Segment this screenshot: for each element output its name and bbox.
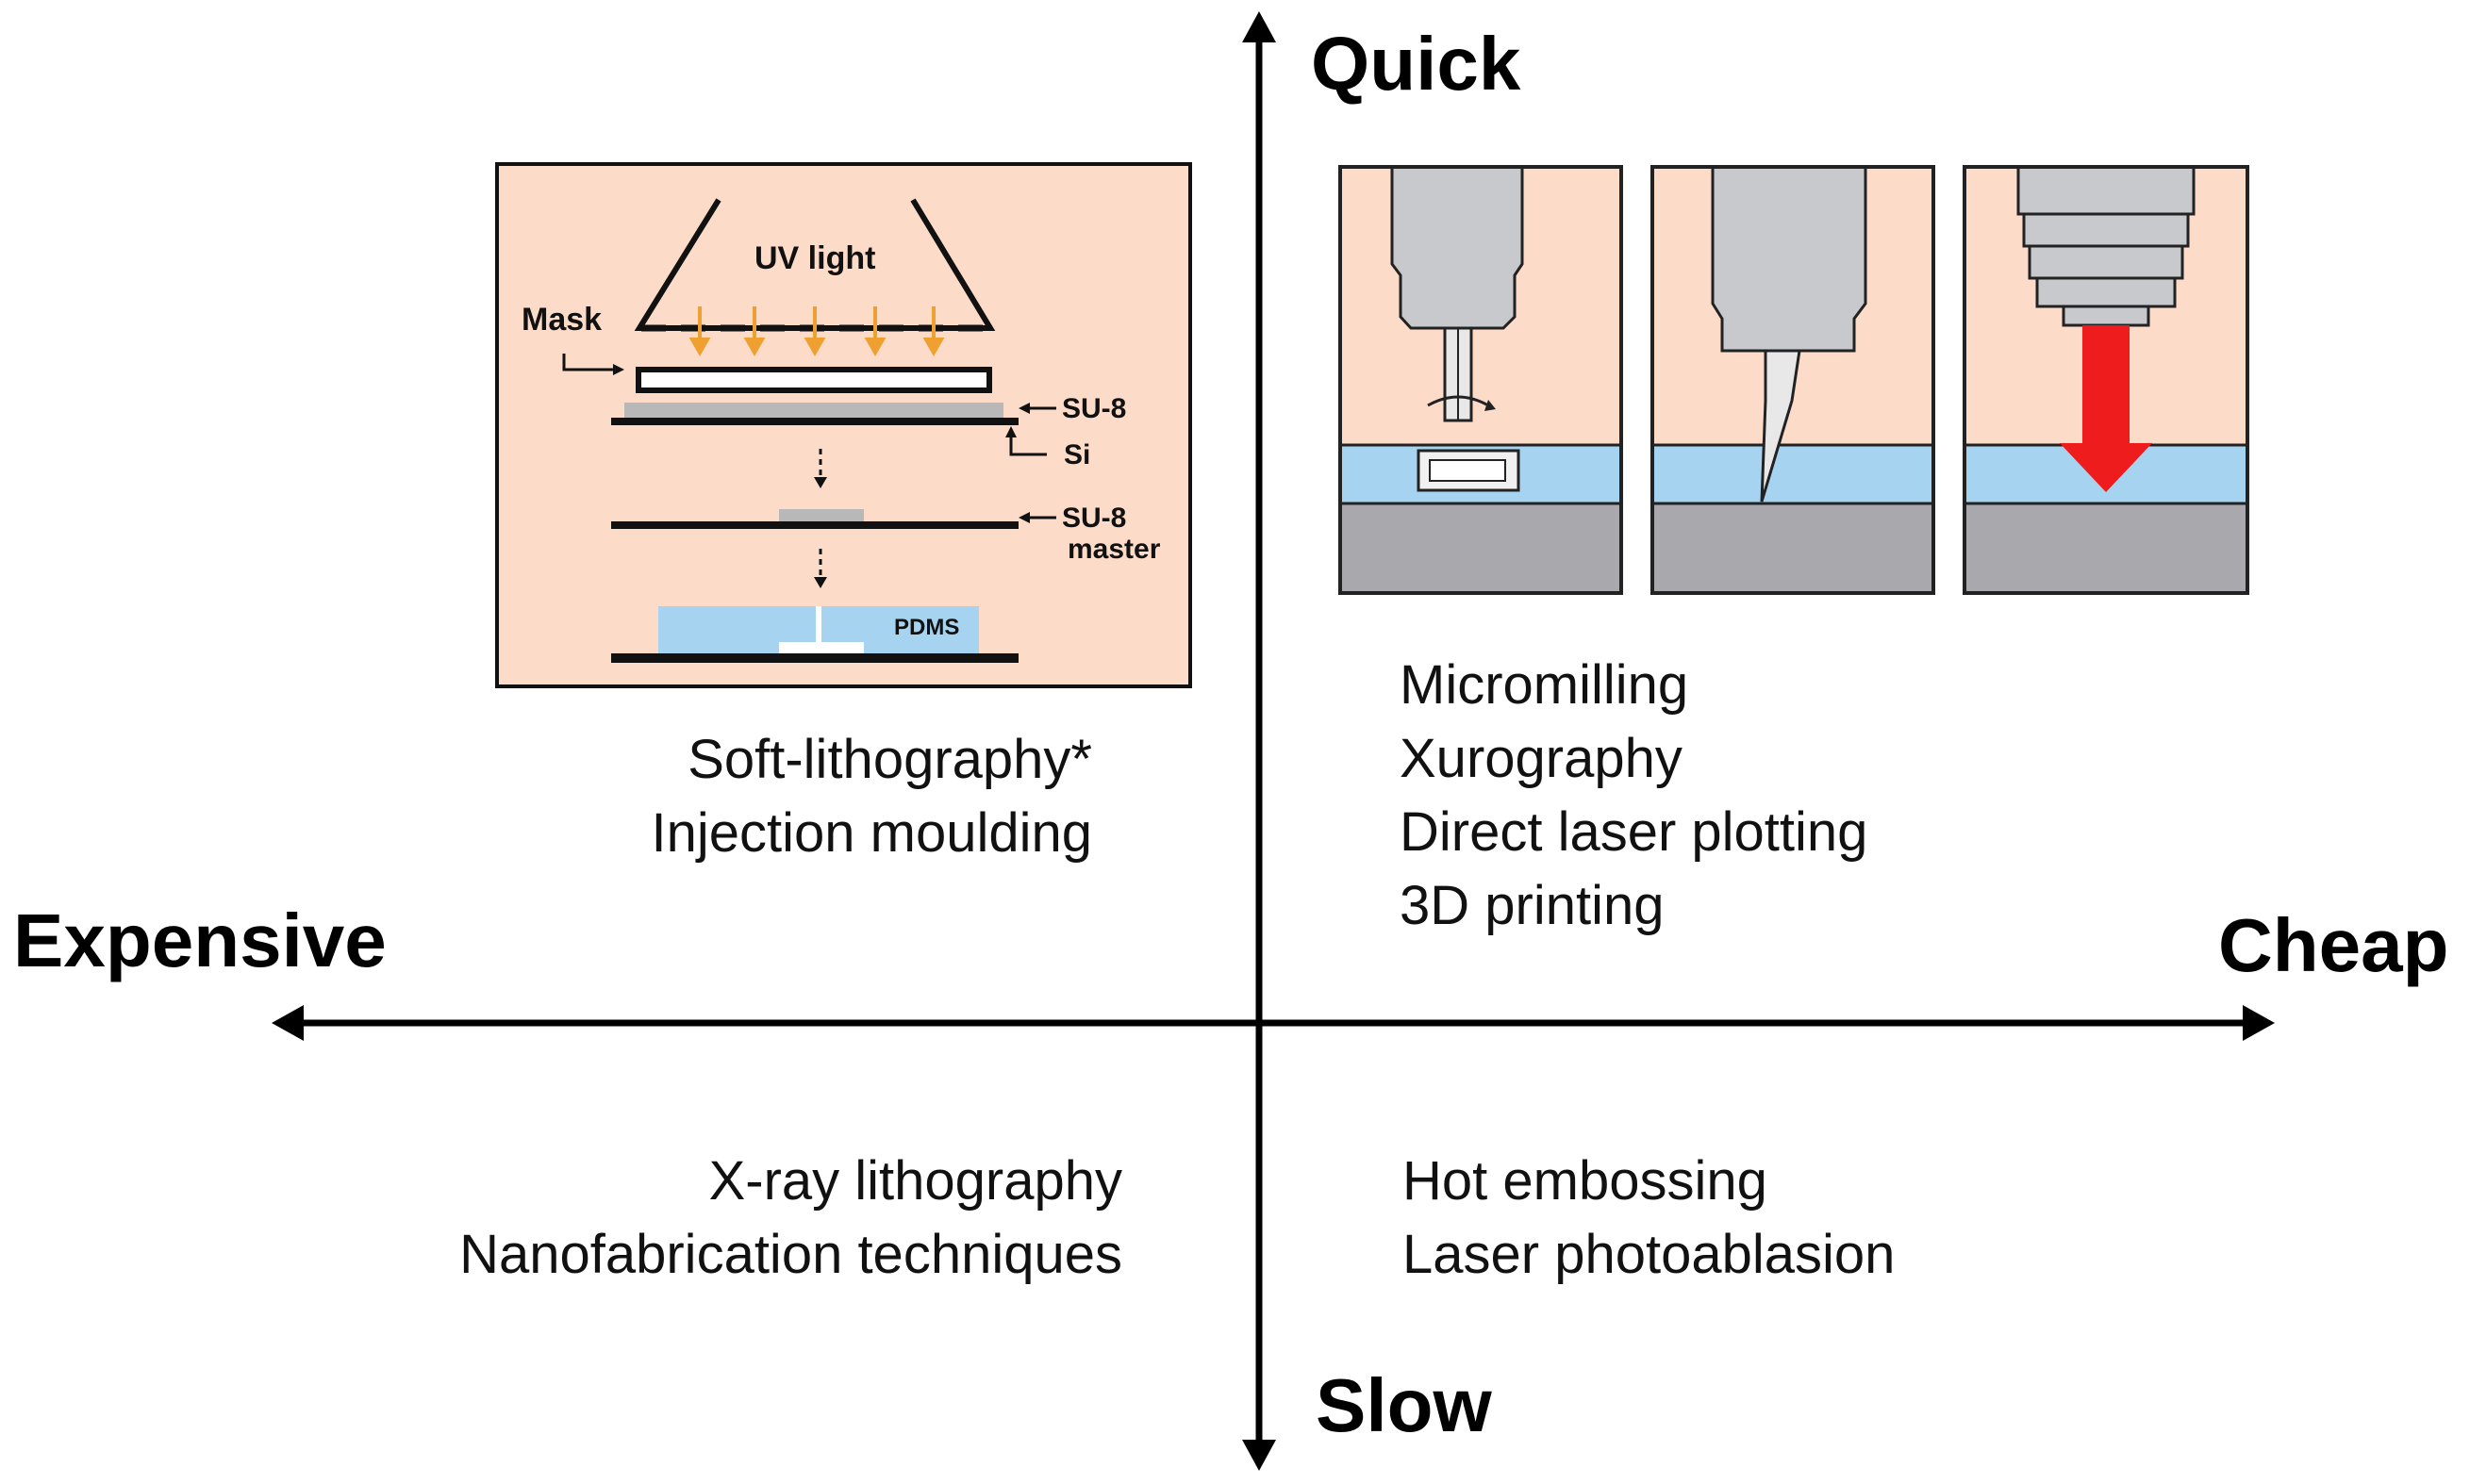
method-soft-lithography: Soft-lithography* <box>688 729 1092 790</box>
quadrant-top-right: Micromilling Xurography Direct laser plo… <box>1400 654 1867 936</box>
uv-light-label: UV light <box>754 240 875 276</box>
method-laser-photoablasion: Laser photoablasion <box>1402 1224 1895 1285</box>
uv-arrows <box>688 306 945 357</box>
axis-label-slow: Slow <box>1316 1363 1492 1447</box>
quadrant-bottom-right: Hot embossing Laser photoablasion <box>1402 1150 1895 1285</box>
method-3d-printing: 3D printing <box>1400 875 1664 936</box>
cutter-blade <box>1760 349 1801 503</box>
mask-pointer <box>562 354 613 371</box>
su8-layer <box>624 403 1003 418</box>
method-micromilling: Micromilling <box>1400 654 1688 716</box>
cutter-holder <box>1711 165 1867 353</box>
axes <box>272 11 2275 1471</box>
method-injection-moulding: Injection moulding <box>651 802 1092 864</box>
micromilling-panel <box>1338 165 1623 595</box>
si-label: Si <box>1064 439 1090 470</box>
axis-label-quick: Quick <box>1311 22 1521 106</box>
method-xurography: Xurography <box>1400 728 1683 789</box>
laser-beam <box>2060 325 2152 492</box>
xurography-panel <box>1650 165 1935 595</box>
axis-arrowhead-down <box>1242 1440 1276 1471</box>
soft-lithography-inset: UV light Mask SU-8 Si SU-8 master <box>495 162 1192 688</box>
mill-spindle <box>1390 165 1524 330</box>
su8-master-label-1: SU-8 <box>1062 503 1126 534</box>
pdms-base <box>611 653 1019 663</box>
axis-arrowhead-left <box>272 1005 304 1041</box>
laser-plotting-panel <box>1963 165 2249 595</box>
quadrant-bottom-left: X-ray lithography Nanofabrication techni… <box>459 1150 1122 1285</box>
su8-master-label-2: master <box>1068 534 1161 565</box>
quadrant-top-left: Soft-lithography* Injection moulding <box>651 729 1092 864</box>
mask-plate <box>636 367 992 393</box>
master-wafer <box>611 521 1019 529</box>
si-wafer <box>611 418 1019 425</box>
pdms-label: PDMS <box>894 615 959 640</box>
su8-master-feature <box>779 509 864 521</box>
laser-head <box>2016 165 2196 216</box>
method-nanofabrication: Nanofabrication techniques <box>459 1224 1122 1285</box>
axis-arrowhead-up <box>1242 11 1276 42</box>
axis-label-expensive: Expensive <box>13 899 387 982</box>
su8-label: SU-8 <box>1062 393 1126 424</box>
method-xray-lithography: X-ray lithography <box>709 1150 1122 1212</box>
axis-arrowhead-right <box>2243 1005 2275 1041</box>
method-direct-laser-plotting: Direct laser plotting <box>1400 801 1867 863</box>
mask-label: Mask <box>522 302 602 338</box>
axis-label-cheap: Cheap <box>2218 903 2449 987</box>
method-hot-embossing: Hot embossing <box>1402 1150 1767 1212</box>
